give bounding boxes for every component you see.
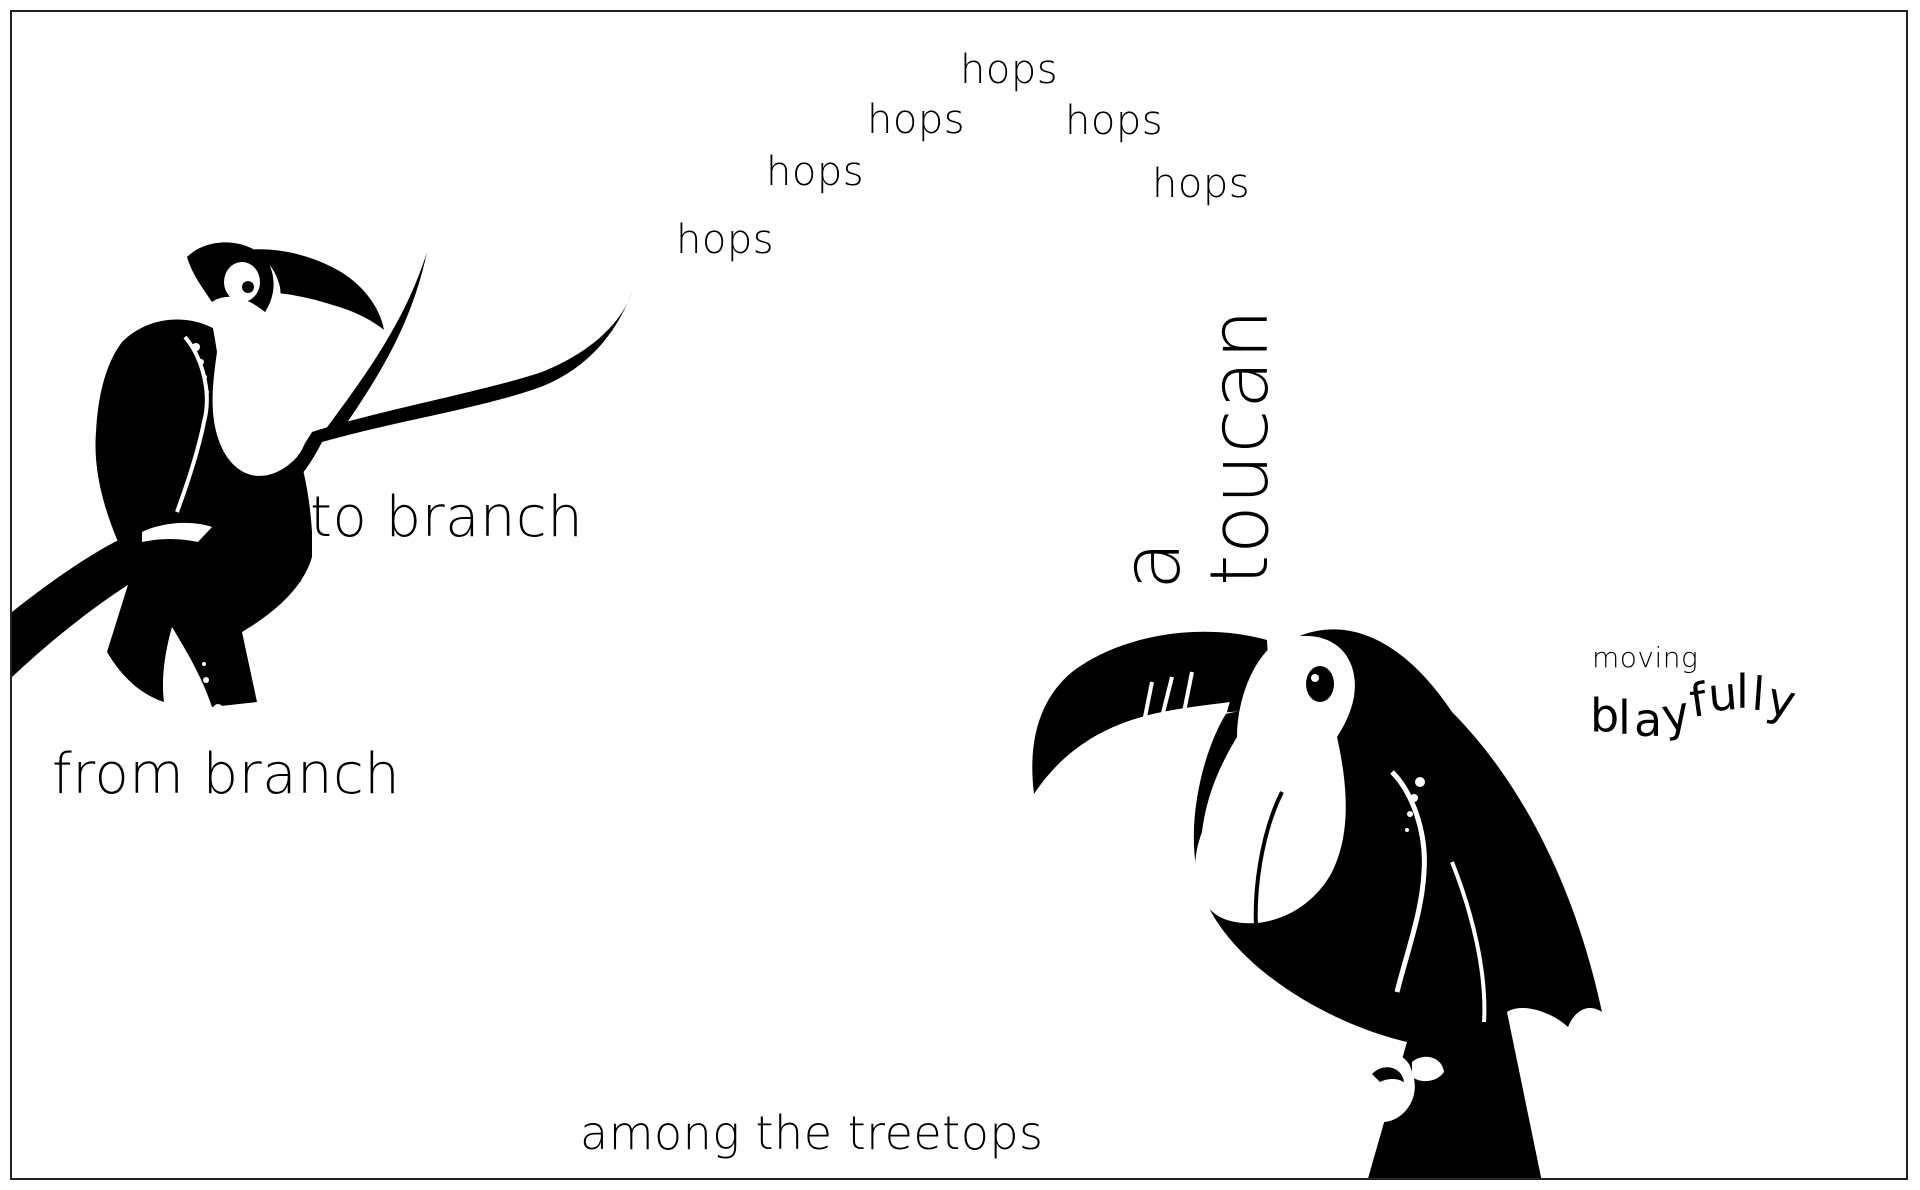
letter-u: u	[1705, 665, 1740, 723]
phrase-hops-4: hops	[960, 47, 1059, 93]
phrase-hops-6: hops	[1152, 161, 1251, 207]
phrase-hops-3: hops	[867, 97, 966, 143]
poster-frame: to branch from branch hops hops hops hop…	[10, 10, 1908, 1180]
left-toucan-icon	[95, 242, 384, 714]
phrase-among-the-treetops: among the treetops	[580, 1106, 1044, 1160]
letter-l-1: l	[1618, 691, 1631, 745]
letter-a: a	[1634, 693, 1663, 747]
phrase-hops-1: hops	[676, 217, 775, 263]
letter-l-2: l	[1736, 665, 1749, 719]
phrase-a: a	[1105, 540, 1198, 590]
illustration-layer	[12, 242, 1602, 1178]
right-toucan-icon	[1032, 629, 1602, 1178]
letter-y-1: y	[1657, 685, 1694, 743]
phrase-toucan: toucan	[1193, 308, 1286, 586]
phrase-playfully: p l a y f u l l y	[1590, 665, 1830, 749]
phrase-moving: moving	[1592, 641, 1699, 674]
phrase-hops-2: hops	[766, 149, 865, 195]
phrase-to-branch: to branch	[310, 485, 584, 550]
letter-y-2: y	[1762, 670, 1801, 730]
phrase-from-branch: from branch	[52, 742, 401, 807]
phrase-hops-5: hops	[1065, 98, 1164, 144]
letter-p: p	[1590, 695, 1620, 749]
letter-f: f	[1686, 672, 1710, 728]
letter-l-3: l	[1750, 666, 1767, 722]
